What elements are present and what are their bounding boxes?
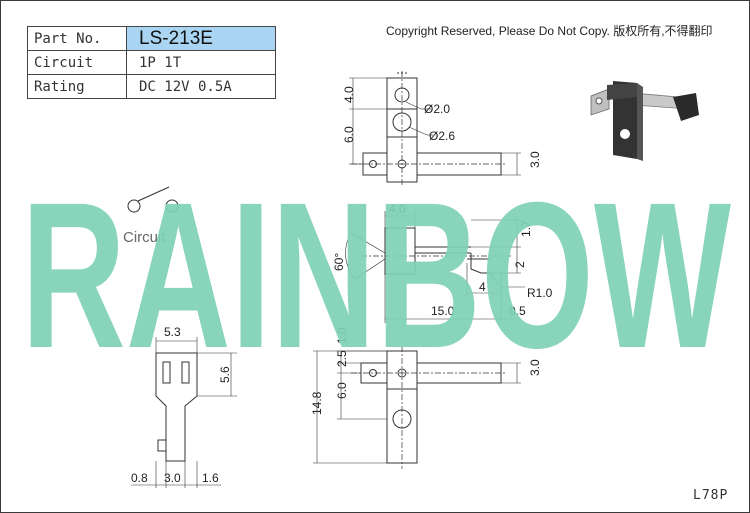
top-view-body [386, 77, 418, 183]
top-view [349, 71, 521, 186]
part-no-row: Part No. LS-213E [27, 26, 276, 51]
side-view-body [384, 227, 416, 275]
circuit-symbol-label: Circuit [123, 229, 166, 246]
dim-bottom-2-5: 2.5 [335, 350, 349, 367]
dim-side-15-0: 15.0 [431, 304, 455, 318]
dim-bottom-1-0: 1.0 [335, 327, 349, 344]
dim-side-0-5: 0.5 [509, 304, 526, 318]
circuit-label: Circuit [27, 50, 127, 75]
dim-side-4: 4 [479, 280, 486, 294]
copyright-notice: Copyright Reserved, Please Do Not Copy. … [386, 24, 713, 38]
front-slot-right [181, 361, 190, 384]
bottom-view [313, 346, 521, 469]
side-view [345, 211, 525, 323]
dim-top-3-0: 3.0 [528, 151, 542, 168]
part-no-value: LS-213E [126, 26, 276, 51]
iso-render-image [590, 81, 699, 161]
front-slot-left [162, 361, 171, 384]
circuit-terminal-left-icon [127, 199, 141, 213]
dim-front-5-6: 5.6 [218, 366, 232, 383]
dim-side-2: 2 [513, 261, 527, 268]
dim-bottom-6-0: 6.0 [335, 382, 349, 399]
circuit-symbol [127, 186, 179, 213]
dim-hole-small: Ø2.0 [424, 102, 450, 116]
dim-top-6-0: 6.0 [342, 126, 356, 143]
part-no-label: Part No. [27, 26, 127, 51]
dim-top-4-0: 4.0 [342, 86, 356, 103]
dim-front-3-0: 3.0 [164, 471, 181, 485]
rating-label: Rating [27, 74, 127, 99]
switch-contact-icon [137, 186, 170, 202]
dim-side-angle: 60° [332, 253, 346, 271]
model-code: L78P [693, 488, 729, 503]
dim-side-4-0: 4.0 [389, 202, 406, 216]
dim-front-0-8: 0.8 [131, 471, 148, 485]
circuit-terminal-right-icon [165, 199, 179, 213]
dim-side-radius: R1.0 [527, 286, 553, 300]
dim-front-5-3: 5.3 [164, 325, 181, 339]
dim-front-1-6: 1.6 [202, 471, 219, 485]
front-view [131, 337, 237, 488]
rating-row: Rating DC 12V 0.5A [27, 74, 276, 99]
rating-value: DC 12V 0.5A [126, 74, 276, 99]
dim-side-1-7: 1.7 [519, 220, 533, 237]
dim-hole-large: Ø2.6 [429, 129, 455, 143]
dim-bottom-14-8: 14.8 [310, 391, 324, 415]
spec-table: Part No. LS-213E Circuit 1P 1T Rating DC… [27, 26, 276, 99]
dim-bottom-3-0: 3.0 [528, 359, 542, 376]
